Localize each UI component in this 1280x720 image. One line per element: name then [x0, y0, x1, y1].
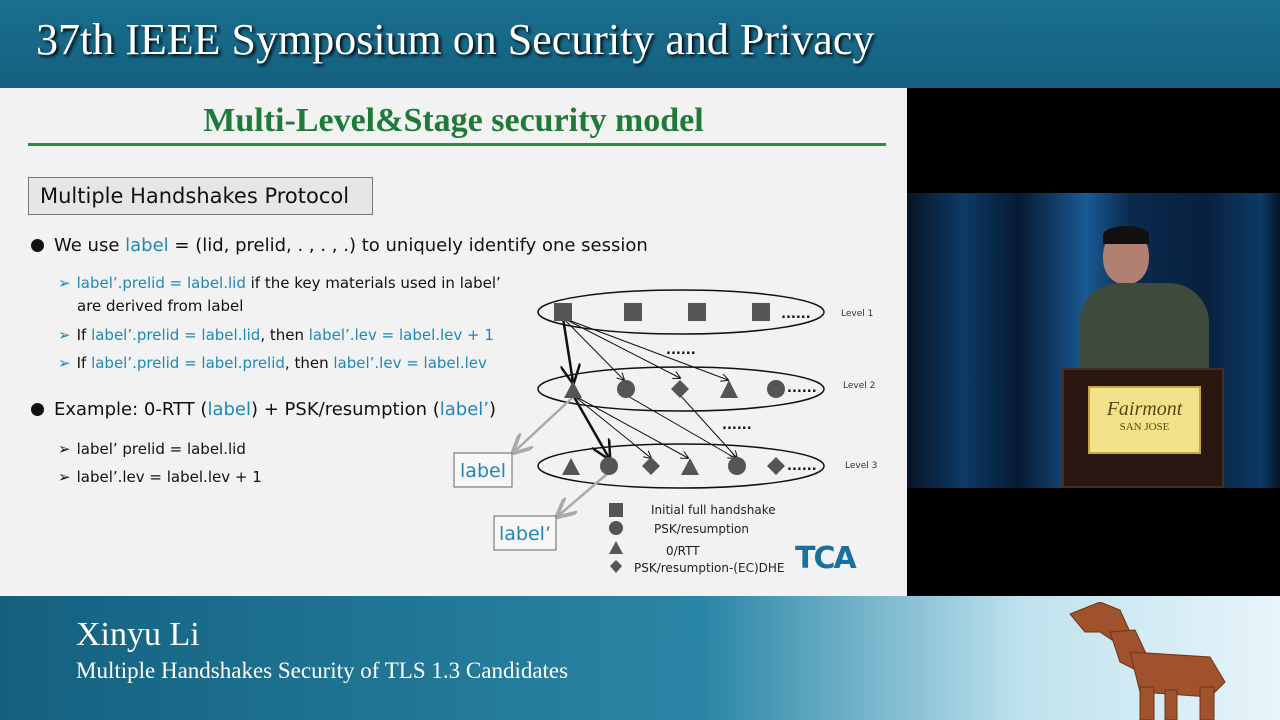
level-3-label: Level 3 [845, 461, 877, 471]
circle-icon [617, 380, 635, 398]
sub-bullet-4: ➢label’ prelid = label.lid [58, 440, 246, 458]
title-divider [28, 143, 886, 146]
podium-sign-brand: Fairmont [1106, 398, 1183, 420]
sub-bullet-5: ➢label’.lev = label.lev + 1 [58, 468, 262, 486]
level-1-ellipse [537, 289, 825, 335]
slide-title: Multi-Level&Stage security model [203, 102, 704, 139]
derivation-arrows [563, 317, 737, 458]
circle-icon [600, 457, 618, 475]
diamond-icon [642, 457, 660, 475]
talk-title: Multiple Handshakes Security of TLS 1.3 … [76, 658, 569, 683]
legend-circle-icon [609, 521, 623, 535]
square-icon [752, 303, 770, 321]
triangle-icon [562, 458, 580, 475]
ellipsis: ...... [787, 459, 817, 474]
ellipsis: ...... [781, 307, 811, 322]
label-box-text: label [460, 460, 506, 482]
ellipsis: ...... [722, 418, 752, 433]
podium-sign: Fairmont SAN JOSE [1088, 386, 1201, 454]
square-icon [624, 303, 642, 321]
level-1-label: Level 1 [841, 309, 873, 319]
diamond-icon [767, 457, 785, 475]
triangle-icon [681, 458, 699, 475]
podium-sign-city: SAN JOSE [1119, 421, 1170, 433]
ellipsis: ...... [787, 381, 817, 396]
trojan-horse-logo [1069, 602, 1226, 720]
sub-bullet-1-cont: are derived from label [77, 297, 244, 315]
speaker-name: Xinyu Li [76, 616, 200, 653]
triangle-icon [564, 381, 582, 398]
footer-banner: Xinyu Li Multiple Handshakes Security of… [0, 596, 1280, 720]
square-icon [688, 303, 706, 321]
label-box [453, 452, 513, 488]
legend-initial-full-handshake: Initial full handshake [651, 503, 776, 517]
speaker-video: Fairmont SAN JOSE [907, 88, 1280, 596]
level-2-label: Level 2 [843, 381, 875, 391]
legend-diamond-icon [610, 560, 622, 573]
handshake-diagram: ...... ...... ...... ...... ...... Level… [453, 289, 877, 576]
speaker-body [1079, 283, 1209, 383]
legend-triangle-icon [609, 541, 623, 554]
triangle-icon [720, 380, 738, 398]
speaker-hair [1103, 226, 1149, 244]
circle-icon [767, 380, 785, 398]
header-bar: 37th IEEE Symposium on Security and Priv… [0, 0, 1280, 88]
legend-0rtt: 0/RTT [666, 544, 700, 558]
label-prime-pointer [558, 473, 608, 516]
diamond-icon [671, 380, 689, 398]
level-2-ellipse [537, 366, 825, 412]
legend-square-icon [609, 503, 623, 517]
sub-bullet-2: ➢If label’.prelid = label.lid, then labe… [58, 326, 494, 344]
label-prime-box-text: label’ [499, 523, 551, 545]
level-3-ellipse [537, 443, 825, 489]
bullet-icon [31, 239, 44, 252]
square-icon [554, 303, 572, 321]
circle-icon [728, 457, 746, 475]
slide: Multi-Level&Stage security model Multipl… [0, 88, 907, 596]
bullet-2: Example: 0-RTT (label) + PSK/resumption … [54, 399, 497, 420]
bullet-1: We use label = (lid, prelid, . , . , .) … [54, 235, 648, 256]
tca-logo: TCA [795, 541, 857, 576]
legend-psk-resumption: PSK/resumption [654, 522, 749, 536]
legend-psk-ecdhe: PSK/resumption-(EC)DHE [634, 561, 784, 575]
sub-bullet-1: ➢label’.prelid = label.lid if the key ma… [58, 274, 501, 292]
sub-bullet-3: ➢If label’.prelid = label.prelid, then l… [58, 354, 487, 372]
bullet-icon [31, 403, 44, 416]
ellipsis: ...... [666, 343, 696, 358]
conference-title: 37th IEEE Symposium on Security and Priv… [36, 15, 875, 64]
section-box: Multiple Handshakes Protocol [28, 177, 373, 215]
label-pointer [514, 397, 573, 452]
label-prime-box [493, 515, 557, 551]
